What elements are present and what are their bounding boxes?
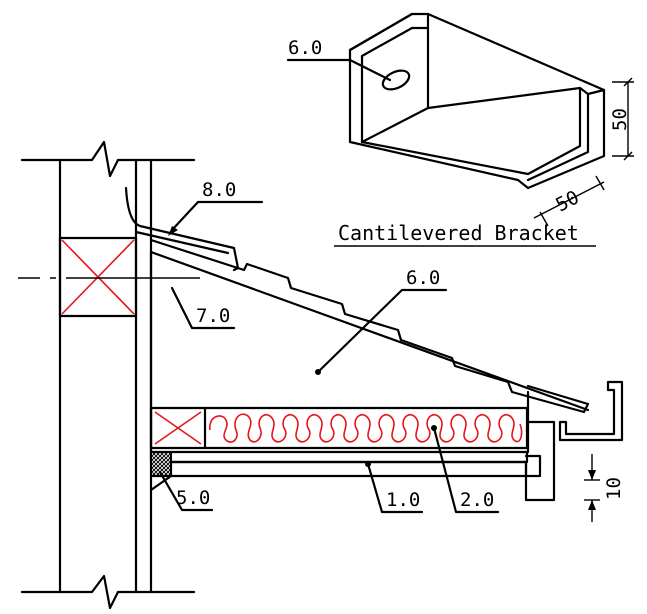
- label-ceiling-board: 1.0: [386, 489, 420, 511]
- leader-lines: [158, 58, 596, 514]
- label-roof-void: 6.0: [406, 267, 440, 289]
- cantilevered-bracket: [348, 12, 606, 190]
- label-insulation: 2.0: [460, 489, 494, 511]
- wall-plate: [58, 236, 138, 318]
- dim-fascia-gap: 10: [603, 477, 625, 500]
- label-sealant: 5.0: [176, 487, 210, 509]
- dim-bracket-height: 50: [609, 108, 631, 131]
- bracket-hole: [381, 69, 411, 91]
- insulation-batt: [209, 413, 523, 443]
- label-flashing: 8.0: [202, 179, 236, 201]
- wall-section: [18, 140, 200, 610]
- dim-bracket-depth: 50: [552, 186, 582, 216]
- bracket-caption: Cantilevered Bracket: [338, 221, 579, 245]
- label-ledger: 7.0: [196, 305, 230, 327]
- dimension-lines: [533, 77, 634, 522]
- label-bracket-hole: 6.0: [288, 37, 322, 59]
- ceiling-assembly: [149, 406, 542, 492]
